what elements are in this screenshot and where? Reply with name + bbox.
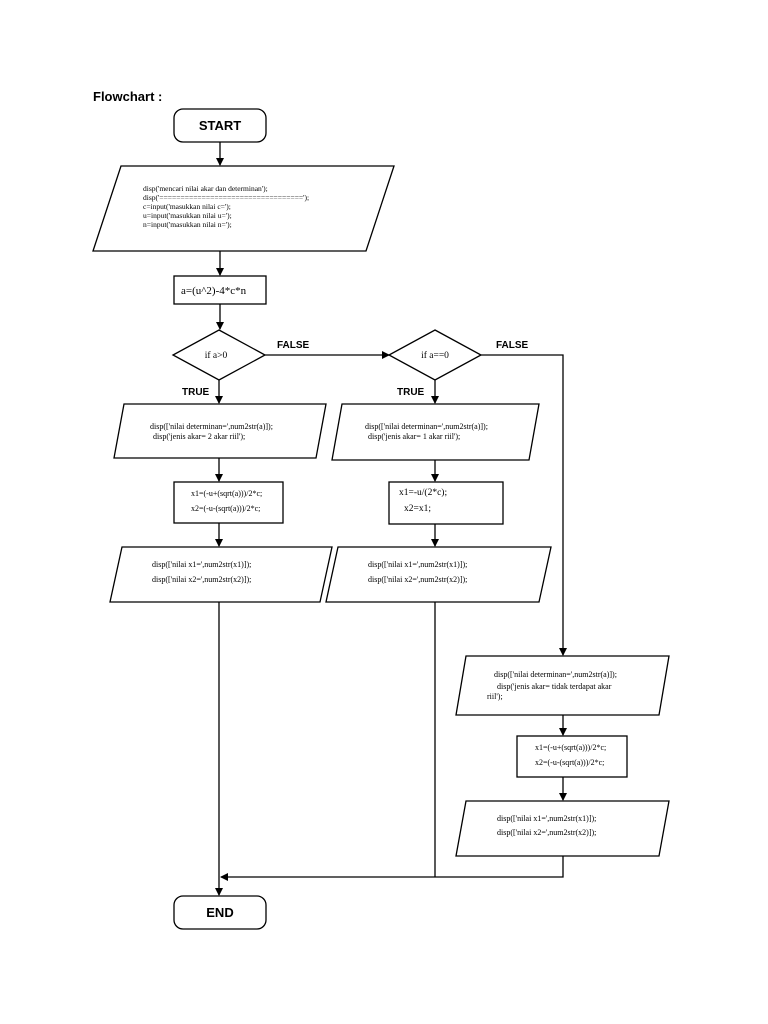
- branch2-x-line-1: disp(['nilai x1=',num2str(x1)]);: [368, 560, 467, 569]
- input-line-3: c=input('masukkan nilai c=');: [143, 202, 231, 211]
- branch1-det-line-2: disp('jenis akar= 2 akar riil');: [153, 432, 245, 441]
- branch3-calc-line-2: x2=(-u-(sqrt(a)))/2*c;: [535, 758, 604, 767]
- arrow-false-branch3: [481, 354, 567, 656]
- input-line-5: n=input('masukkan nilai n=');: [143, 220, 232, 229]
- branch1-disp-x: disp(['nilai x1=',num2str(x1)]); disp(['…: [109, 546, 333, 603]
- calc-a-process: a=(u^2)-4*c*n: [173, 275, 267, 305]
- branch1-calc-line-2: x2=(-u-(sqrt(a)))/2*c;: [191, 504, 260, 513]
- branch1-calc-line-1: x1=(-u+(sqrt(a)))/2*c;: [191, 489, 262, 498]
- branch3-calc-line-1: x1=(-u+(sqrt(a)))/2*c;: [535, 743, 606, 752]
- branch2-disp-determinant: disp(['nilai determinan=',num2str(a)]); …: [331, 403, 540, 461]
- decision-a-greater-zero: if a>0: [171, 329, 267, 381]
- branch1-x-line-2: disp(['nilai x2=',num2str(x2)]);: [152, 575, 251, 584]
- branch2-calc-x: x1=-u/(2*c); x2=x1;: [388, 481, 504, 525]
- true-label-1: TRUE: [182, 387, 210, 398]
- branch1-x-line-1: disp(['nilai x1=',num2str(x1)]);: [152, 560, 251, 569]
- branch2-calc-line-2: x2=x1;: [404, 504, 431, 514]
- branch3-det-line-2: disp('jenis akar= tidak terdapat akar: [497, 682, 612, 691]
- input-block: disp('mencari nilai akar dan determinan'…: [92, 165, 395, 252]
- input-line-2: disp('==================================…: [143, 193, 309, 202]
- branch3-calc-x: x1=(-u+(sqrt(a)))/2*c; x2=(-u-(sqrt(a)))…: [516, 735, 628, 778]
- connector-merge-end: [220, 856, 564, 881]
- branch1-det-line-1: disp(['nilai determinan=',num2str(a)]);: [150, 422, 273, 431]
- branch2-det-line-2: disp('jenis akar= 1 akar riil');: [368, 432, 460, 441]
- branch2-disp-x: disp(['nilai x1=',num2str(x1)]); disp(['…: [325, 546, 552, 603]
- decision2-label: if a==0: [421, 350, 449, 361]
- end-label: END: [206, 905, 233, 920]
- branch3-x-line-1: disp(['nilai x1=',num2str(x1)]);: [497, 814, 596, 823]
- input-line-4: u=input('masukkan nilai u=');: [143, 211, 232, 220]
- start-terminal: START: [173, 108, 267, 143]
- branch1-disp-determinant: disp(['nilai determinan=',num2str(a)]); …: [113, 403, 327, 459]
- decision-a-equals-zero: if a==0: [387, 329, 483, 381]
- decision1-label: if a>0: [205, 350, 228, 361]
- branch3-det-line-3: riil');: [487, 692, 503, 701]
- branch2-x-line-2: disp(['nilai x2=',num2str(x2)]);: [368, 575, 467, 584]
- start-label: START: [199, 118, 241, 133]
- branch3-det-line-1: disp(['nilai determinan=',num2str(a)]);: [494, 670, 617, 679]
- calc-a-label: a=(u^2)-4*c*n: [181, 285, 247, 297]
- branch2-det-line-1: disp(['nilai determinan=',num2str(a)]);: [365, 422, 488, 431]
- branch3-disp-x: disp(['nilai x1=',num2str(x1)]); disp(['…: [455, 800, 670, 857]
- true-label-2: TRUE: [397, 387, 425, 398]
- false-label-2: FALSE: [496, 340, 529, 351]
- branch3-x-line-2: disp(['nilai x2=',num2str(x2)]);: [497, 828, 596, 837]
- branch3-disp-determinant: disp(['nilai determinan=',num2str(a)]); …: [455, 655, 670, 716]
- false-label-1: FALSE: [277, 340, 310, 351]
- input-line-1: disp('mencari nilai akar dan determinan'…: [143, 184, 268, 193]
- page-title: Flowchart :: [93, 89, 162, 104]
- end-terminal: END: [173, 895, 267, 930]
- branch2-calc-line-1: x1=-u/(2*c);: [399, 487, 447, 498]
- branch1-calc-x: x1=(-u+(sqrt(a)))/2*c; x2=(-u-(sqrt(a)))…: [173, 481, 284, 524]
